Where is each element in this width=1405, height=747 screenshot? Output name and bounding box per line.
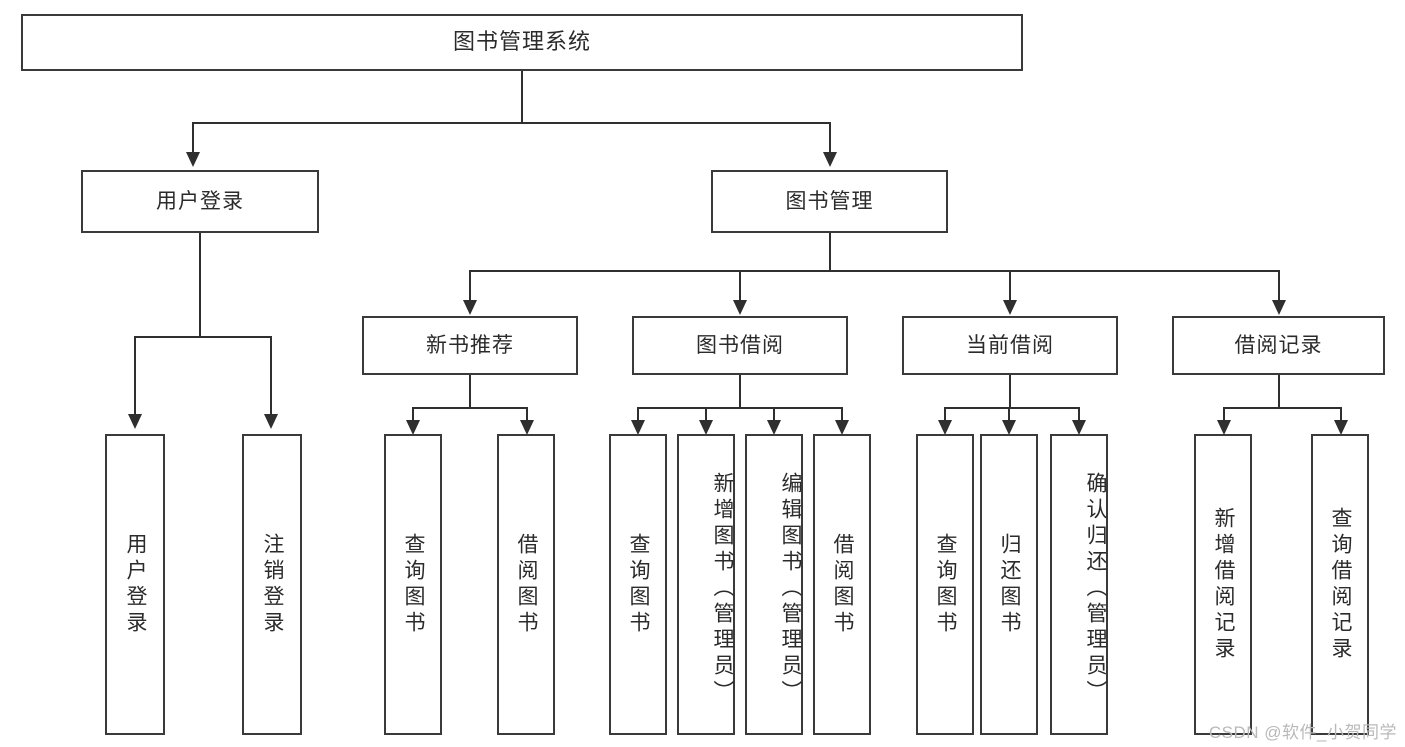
connector-book-manage-trunk <box>829 233 831 271</box>
node-user-login[interactable]: 用户登录 <box>81 170 319 233</box>
connector-user-login-bus <box>134 336 272 338</box>
node-label: 编辑图书（管理员） <box>779 471 802 706</box>
node-label: 注销登录 <box>261 532 285 637</box>
arrowhead-br-leaf-2 <box>1334 420 1348 435</box>
node-label: 借阅记录 <box>1234 333 1323 357</box>
node-root-system[interactable]: 图书管理系统 <box>21 14 1023 71</box>
node-label: 借阅图书 <box>831 532 855 637</box>
connector-level2-drop-1 <box>469 270 471 302</box>
node-label: 图书借阅 <box>696 333 784 357</box>
arrowhead-nb-leaf-2 <box>520 420 534 435</box>
connector-new-book-drop-2 <box>526 407 528 422</box>
leaf-bb-edit-book[interactable]: 编辑图书（管理员） <box>745 434 803 735</box>
leaf-user-login[interactable]: 用户登录 <box>105 434 165 735</box>
connector-root-trunk <box>521 71 523 123</box>
connector-current-borrow-bus <box>944 407 1080 409</box>
connector-user-login-drop-2 <box>270 336 272 416</box>
node-label: 查询图书 <box>934 532 958 637</box>
connector-level2-drop-4 <box>1278 270 1280 302</box>
node-label: 借阅图书 <box>515 532 539 637</box>
node-label: 新书推荐 <box>426 333 514 357</box>
arrowhead-bb-leaf-1 <box>631 420 645 435</box>
node-label: 新增图书（管理员） <box>711 471 734 706</box>
node-label: 查询图书 <box>402 532 426 637</box>
connector-book-borrow-bus <box>637 407 842 409</box>
leaf-nb-borrow-book[interactable]: 借阅图书 <box>497 434 555 735</box>
connector-user-login-trunk <box>199 233 201 337</box>
node-label: 归还图书 <box>998 532 1022 637</box>
connector-level2-drop-2 <box>739 270 741 302</box>
connector-new-book-drop-1 <box>412 407 414 422</box>
node-label: 图书管理系统 <box>452 29 591 55</box>
connector-new-book-bus <box>412 407 528 409</box>
arrowhead-leaf-logout <box>264 414 278 429</box>
arrowhead-new-book <box>463 300 477 315</box>
connector-borrow-record-bus <box>1223 407 1342 409</box>
node-label: 查询借阅记录 <box>1329 506 1353 663</box>
connector-bb-drop-4 <box>841 407 843 422</box>
leaf-cb-return-book[interactable]: 归还图书 <box>980 434 1038 735</box>
arrowhead-br-leaf-1 <box>1217 420 1231 435</box>
node-label: 当前借阅 <box>966 333 1054 357</box>
node-new-book-recommend[interactable]: 新书推荐 <box>362 316 578 375</box>
connector-to-user-login <box>192 122 194 154</box>
arrowhead-cb-leaf-3 <box>1072 420 1086 435</box>
leaf-br-query-record[interactable]: 查询借阅记录 <box>1311 434 1369 735</box>
arrowhead-bb-leaf-3 <box>767 420 781 435</box>
arrowhead-book-manage <box>823 152 837 167</box>
node-book-borrow[interactable]: 图书借阅 <box>632 316 848 375</box>
arrowhead-current-borrow <box>1003 300 1017 315</box>
node-label: 查询图书 <box>627 532 651 637</box>
connector-level2-drop-3 <box>1009 270 1011 302</box>
leaf-br-add-record[interactable]: 新增借阅记录 <box>1194 434 1252 735</box>
arrowhead-user-login <box>186 152 200 167</box>
connector-level2-bus <box>469 270 1279 272</box>
node-label: 用户登录 <box>124 532 148 637</box>
arrowhead-bb-leaf-2 <box>699 420 713 435</box>
node-label: 图书管理 <box>785 189 874 213</box>
arrowhead-leaf-user-login <box>128 414 142 429</box>
connector-current-borrow-trunk <box>1009 375 1011 408</box>
arrowhead-book-borrow <box>733 300 747 315</box>
arrowhead-cb-leaf-2 <box>1002 420 1016 435</box>
connector-br-drop-2 <box>1340 407 1342 422</box>
node-book-manage[interactable]: 图书管理 <box>711 170 948 233</box>
connector-book-borrow-trunk <box>739 375 741 408</box>
connector-user-login-drop-1 <box>134 336 136 416</box>
leaf-bb-borrow-book[interactable]: 借阅图书 <box>813 434 871 735</box>
node-label: 确认归还（管理员） <box>1084 471 1107 706</box>
watermark-text: CSDN @软件_小贺同学 <box>1208 723 1397 742</box>
node-label: 新增借阅记录 <box>1212 506 1236 663</box>
node-current-borrow[interactable]: 当前借阅 <box>902 316 1118 375</box>
connector-bb-drop-3 <box>773 407 775 422</box>
arrowhead-bb-leaf-4 <box>835 420 849 435</box>
arrowhead-borrow-record <box>1272 300 1286 315</box>
leaf-cb-confirm-return[interactable]: 确认归还（管理员） <box>1050 434 1108 735</box>
leaf-bb-query-book[interactable]: 查询图书 <box>609 434 667 735</box>
node-borrow-record[interactable]: 借阅记录 <box>1172 316 1385 375</box>
connector-borrow-record-trunk <box>1278 375 1280 408</box>
connector-cb-drop-1 <box>944 407 946 422</box>
leaf-bb-add-book[interactable]: 新增图书（管理员） <box>677 434 735 735</box>
leaf-nb-query-book[interactable]: 查询图书 <box>384 434 442 735</box>
connector-bb-drop-2 <box>705 407 707 422</box>
connector-cb-drop-2 <box>1008 407 1010 422</box>
leaf-cb-query-book[interactable]: 查询图书 <box>916 434 974 735</box>
connector-new-book-trunk <box>469 375 471 408</box>
connector-bb-drop-1 <box>637 407 639 422</box>
connector-cb-drop-3 <box>1078 407 1080 422</box>
connector-level1-bus <box>193 122 831 124</box>
connector-to-book-manage <box>829 122 831 154</box>
node-label: 用户登录 <box>156 189 244 213</box>
arrowhead-cb-leaf-1 <box>938 420 952 435</box>
arrowhead-nb-leaf-1 <box>406 420 420 435</box>
connector-br-drop-1 <box>1223 407 1225 422</box>
leaf-logout[interactable]: 注销登录 <box>242 434 302 735</box>
